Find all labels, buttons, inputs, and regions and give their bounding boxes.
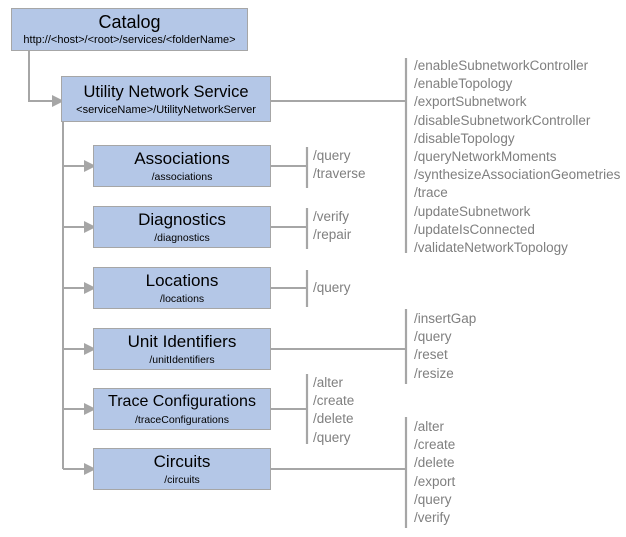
operation-item[interactable]: /resize: [414, 365, 454, 381]
operations-circuits[interactable]: /alter/create/delete/export/query/verify: [414, 418, 455, 527]
operations-utility-network-service[interactable]: /enableSubnetworkController/enableTopolo…: [414, 57, 620, 257]
operation-item[interactable]: /updateSubnetwork: [414, 203, 531, 219]
operation-item[interactable]: /updateIsConnected: [414, 221, 535, 237]
operation-item[interactable]: /enableSubnetworkController: [414, 58, 589, 73]
operation-item[interactable]: /traverse: [313, 166, 366, 182]
node-utility-network-service[interactable]: Utility Network Service <serviceName>/Ut…: [61, 76, 271, 122]
operation-item[interactable]: /query: [313, 148, 351, 163]
operation-item[interactable]: /repair: [313, 227, 352, 243]
node-unit-identifiers-path: /unitIdentifiers: [149, 353, 215, 366]
node-trace-configurations[interactable]: Trace Configurations /traceConfiguration…: [93, 388, 271, 430]
operation-item[interactable]: /create: [414, 437, 456, 453]
operations-diagnostics[interactable]: /verify/repair: [313, 208, 351, 244]
operation-item[interactable]: /alter: [414, 419, 445, 434]
operations-unit-identifiers[interactable]: /insertGap/query/reset/resize: [414, 310, 476, 383]
operation-item[interactable]: /insertGap: [414, 311, 477, 326]
node-circuits-title: Circuits: [153, 451, 211, 471]
node-circuits[interactable]: Circuits /circuits: [93, 448, 271, 490]
operation-item[interactable]: /synthesizeAssociationGeometries: [414, 167, 621, 183]
node-unit-identifiers-title: Unit Identifiers: [127, 331, 237, 351]
operation-item[interactable]: /verify: [414, 510, 451, 526]
node-trace-configurations-title: Trace Configurations: [108, 392, 256, 410]
operations-trace-configurations[interactable]: /alter/create/delete/query: [313, 374, 354, 447]
operation-item[interactable]: /query: [414, 329, 452, 345]
node-locations-path: /locations: [159, 292, 205, 305]
node-locations-title: Locations: [145, 270, 219, 290]
operation-item[interactable]: /validateNetworkTopology: [414, 240, 568, 256]
node-unit-identifiers[interactable]: Unit Identifiers /unitIdentifiers: [93, 328, 271, 370]
operation-item[interactable]: /query: [414, 491, 452, 507]
node-trace-configurations-path: /traceConfigurations: [135, 413, 229, 426]
node-utility-network-service-path: <serviceName>/UtilityNetworkServer: [76, 103, 256, 116]
operation-item[interactable]: /disableSubnetworkController: [414, 112, 591, 128]
operation-item[interactable]: /disableTopology: [414, 130, 515, 146]
operations-associations[interactable]: /query/traverse: [313, 147, 366, 183]
operation-item[interactable]: /verify: [313, 209, 350, 224]
node-diagnostics[interactable]: Diagnostics /diagnostics: [93, 206, 271, 248]
operation-item[interactable]: /delete: [414, 455, 455, 471]
operation-item[interactable]: /create: [313, 393, 355, 409]
node-associations-path: /associations: [151, 170, 213, 183]
node-catalog[interactable]: Catalog http://<host>/<root>/services/<f…: [11, 8, 248, 51]
node-locations[interactable]: Locations /locations: [93, 267, 271, 309]
operation-item[interactable]: /alter: [313, 375, 344, 390]
node-utility-network-service-title: Utility Network Service: [83, 82, 249, 101]
operation-item[interactable]: /exportSubnetwork: [414, 94, 527, 110]
operation-item[interactable]: /delete: [313, 411, 354, 427]
operation-item[interactable]: /query: [313, 280, 351, 295]
node-circuits-path: /circuits: [164, 473, 200, 486]
operation-item[interactable]: /export: [414, 473, 456, 489]
operations-locations[interactable]: /query: [313, 279, 351, 297]
node-diagnostics-title: Diagnostics: [138, 209, 226, 229]
operation-item[interactable]: /query: [313, 429, 351, 445]
node-diagnostics-path: /diagnostics: [154, 231, 210, 244]
node-catalog-title: Catalog: [98, 12, 161, 32]
node-catalog-path: http://<host>/<root>/services/<folderNam…: [23, 34, 236, 46]
operation-item[interactable]: /reset: [414, 347, 448, 363]
operation-item[interactable]: /trace: [414, 185, 448, 201]
operation-item[interactable]: /queryNetworkMoments: [414, 149, 557, 165]
node-associations[interactable]: Associations /associations: [93, 145, 271, 187]
wire-catalog-to-uns: [28, 50, 52, 102]
node-associations-title: Associations: [134, 148, 230, 168]
operation-item[interactable]: /enableTopology: [414, 76, 513, 92]
